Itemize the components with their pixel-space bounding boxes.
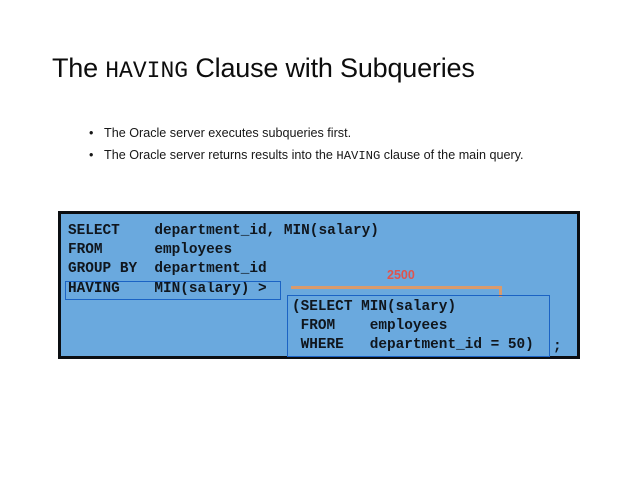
page-title-prefix: The xyxy=(52,53,106,83)
list-item-text-prefix: The Oracle server executes subqueries fi… xyxy=(104,126,352,140)
bullet-dot-icon: • xyxy=(89,147,94,162)
list-item-text-suffix: clause of the main query. xyxy=(380,147,524,162)
bullet-list: • The Oracle server executes subqueries f… xyxy=(88,125,580,165)
sql-statement-terminator: ; xyxy=(553,339,562,355)
bullet-dot-icon: • xyxy=(89,126,94,140)
list-item: • The Oracle server returns results into … xyxy=(88,147,580,166)
subquery-result-annotation: 2500 xyxy=(387,268,415,282)
page-title-suffix: Clause with Subqueries xyxy=(188,53,475,83)
sql-subquery-text: (SELECT MIN(salary) FROM employees WHERE… xyxy=(292,299,534,354)
list-item-keyword: HAVING xyxy=(336,148,381,163)
annotation-bracket-horizontal-icon xyxy=(291,286,502,289)
page-title: The HAVING Clause with Subqueries xyxy=(52,52,475,87)
annotation-bracket-vertical-icon xyxy=(499,286,502,297)
list-item: • The Oracle server executes subqueries f… xyxy=(88,125,580,144)
list-item-text-prefix: The Oracle server returns results into t… xyxy=(104,147,337,162)
sql-code-block: SELECT department_id, MIN(salary) FROM e… xyxy=(58,211,580,359)
page-title-keyword: HAVING xyxy=(105,58,189,84)
subquery-highlight-box: (SELECT MIN(salary) FROM employees WHERE… xyxy=(287,295,550,357)
having-clause-highlight-box xyxy=(65,281,281,300)
sql-main-query-text: SELECT department_id, MIN(salary) FROM e… xyxy=(68,223,379,297)
